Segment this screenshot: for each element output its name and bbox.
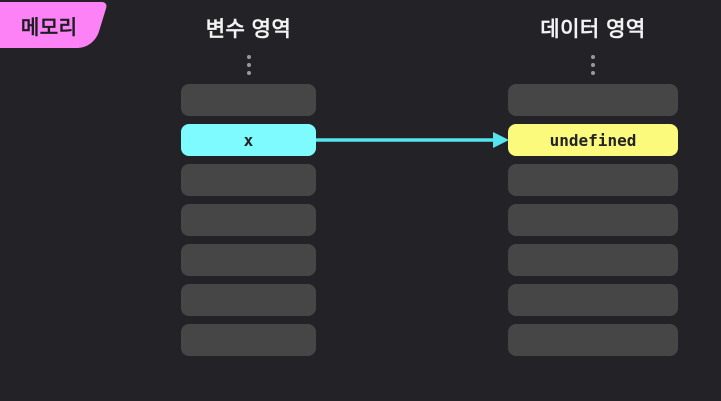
memory-cell-empty: [508, 164, 678, 196]
reference-arrow-icon: [316, 132, 509, 148]
dot-icon: [591, 71, 595, 75]
memory-cell-empty: [181, 84, 316, 116]
memory-cell-variable-x: x: [181, 124, 316, 156]
ellipsis-top-icon: [181, 55, 316, 75]
data-area-column: undefined: [508, 84, 678, 356]
memory-badge: 메모리: [0, 2, 109, 48]
memory-badge-label: 메모리: [20, 16, 78, 39]
data-area-header: 데이터 영역: [540, 18, 646, 41]
memory-cell-empty: [508, 204, 678, 236]
memory-cell-empty: [181, 244, 316, 276]
memory-cell-empty: [508, 84, 678, 116]
memory-cell-empty: [181, 164, 316, 196]
memory-cell-empty: [508, 324, 678, 356]
memory-cell-empty: [181, 204, 316, 236]
dot-icon: [591, 55, 595, 59]
memory-cell-empty: [181, 324, 316, 356]
memory-cell-empty: [181, 284, 316, 316]
dot-icon: [246, 63, 251, 67]
ellipsis-top-icon: [508, 55, 678, 75]
dot-icon: [591, 63, 595, 67]
memory-cell-empty: [508, 244, 678, 276]
variable-area-header: 변수 영역: [205, 18, 292, 41]
memory-cell-empty: [508, 284, 678, 316]
memory-cell-value-undefined: undefined: [508, 124, 678, 156]
dot-icon: [246, 71, 251, 75]
dot-icon: [246, 55, 251, 59]
variable-area-column: x: [181, 84, 316, 356]
